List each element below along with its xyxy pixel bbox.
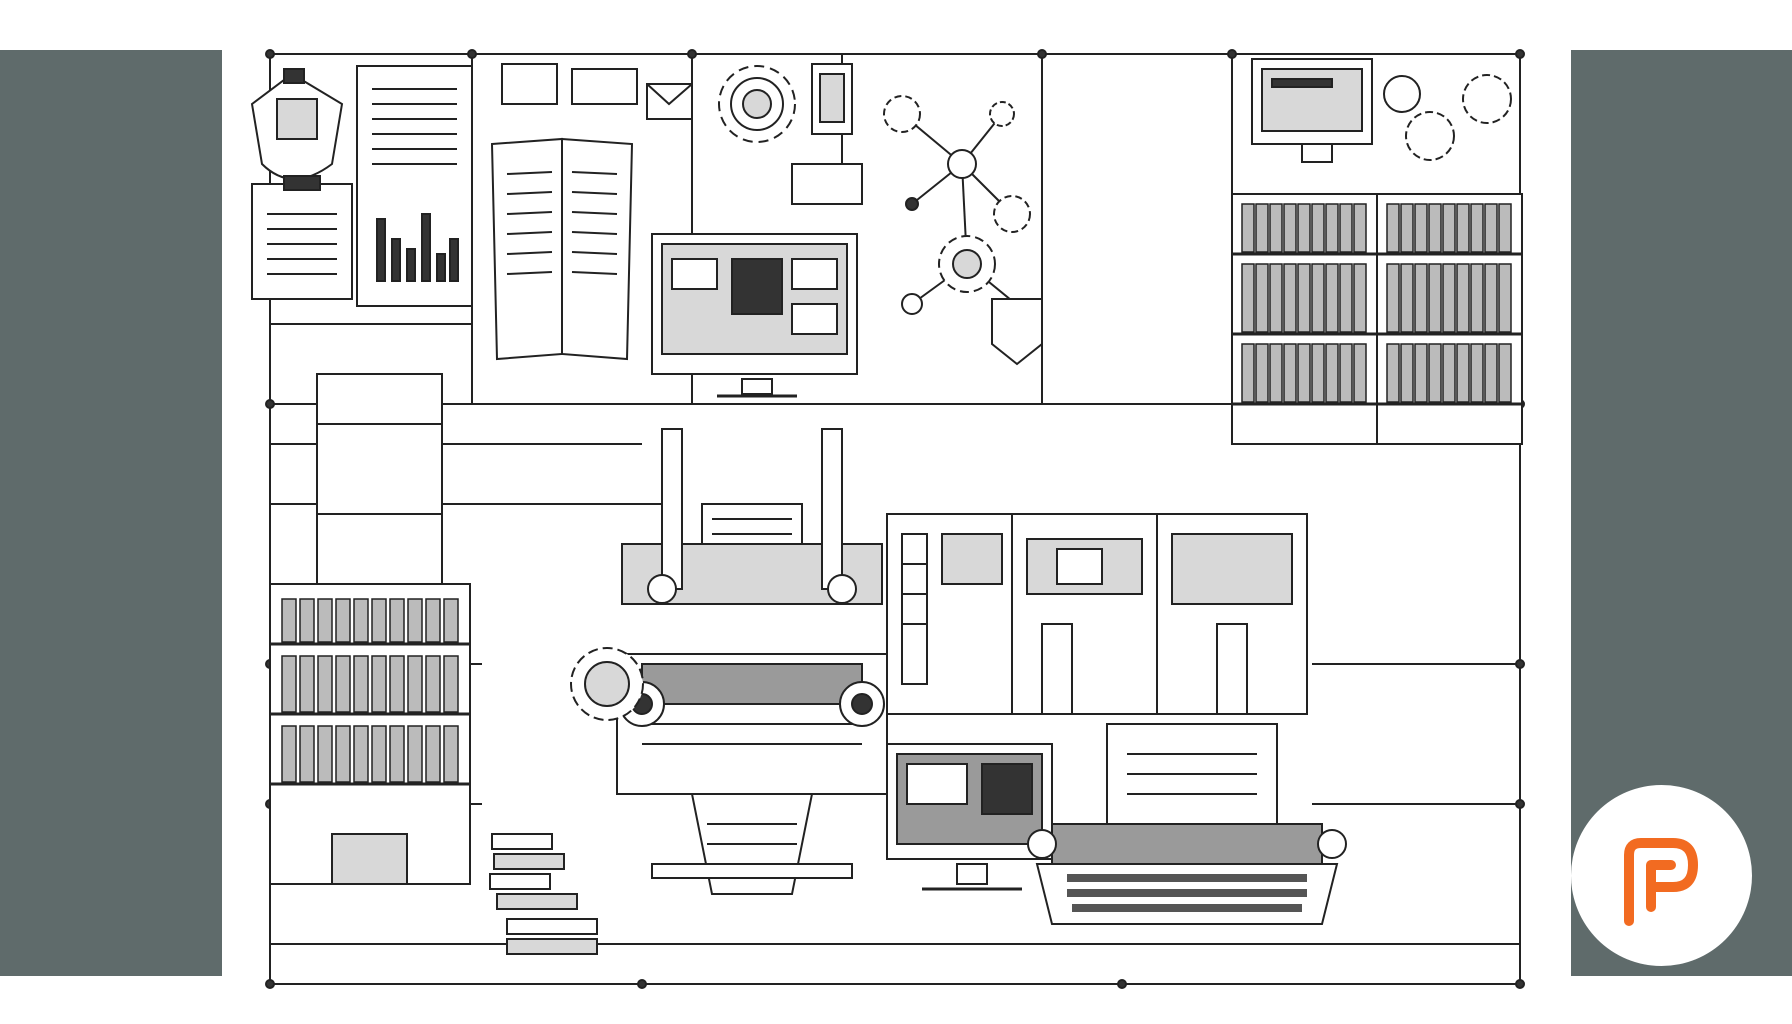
- network-icon: [883, 95, 1043, 366]
- computer-icon: [886, 743, 1053, 891]
- phone-icon: [811, 63, 853, 135]
- left-side-bar: [0, 50, 222, 976]
- brand-logo-badge[interactable]: [1571, 785, 1752, 966]
- line-art-illustration: [222, 44, 1571, 994]
- illustration-canvas: [250, 49, 1525, 989]
- left-bookshelf-icon: [269, 373, 471, 885]
- gear-icon: [570, 647, 644, 721]
- gear-icon: [718, 65, 796, 143]
- book-stack-icon: [489, 833, 598, 955]
- document-icon: [251, 175, 353, 300]
- desk-workstations-icon: [886, 513, 1308, 715]
- clipboard-shield-icon: [250, 68, 344, 180]
- brand-p-logo-icon: [1624, 838, 1698, 926]
- chart-icon: [356, 65, 473, 307]
- typewriter-keyboard-icon: [1027, 723, 1347, 925]
- bookshelf-icon: [1231, 193, 1523, 445]
- book-icon: [490, 63, 638, 361]
- printing-press-icon: [616, 428, 888, 895]
- monitor-icon: [651, 233, 858, 398]
- computer-icon: [1251, 58, 1512, 163]
- envelope-icon: [646, 83, 863, 205]
